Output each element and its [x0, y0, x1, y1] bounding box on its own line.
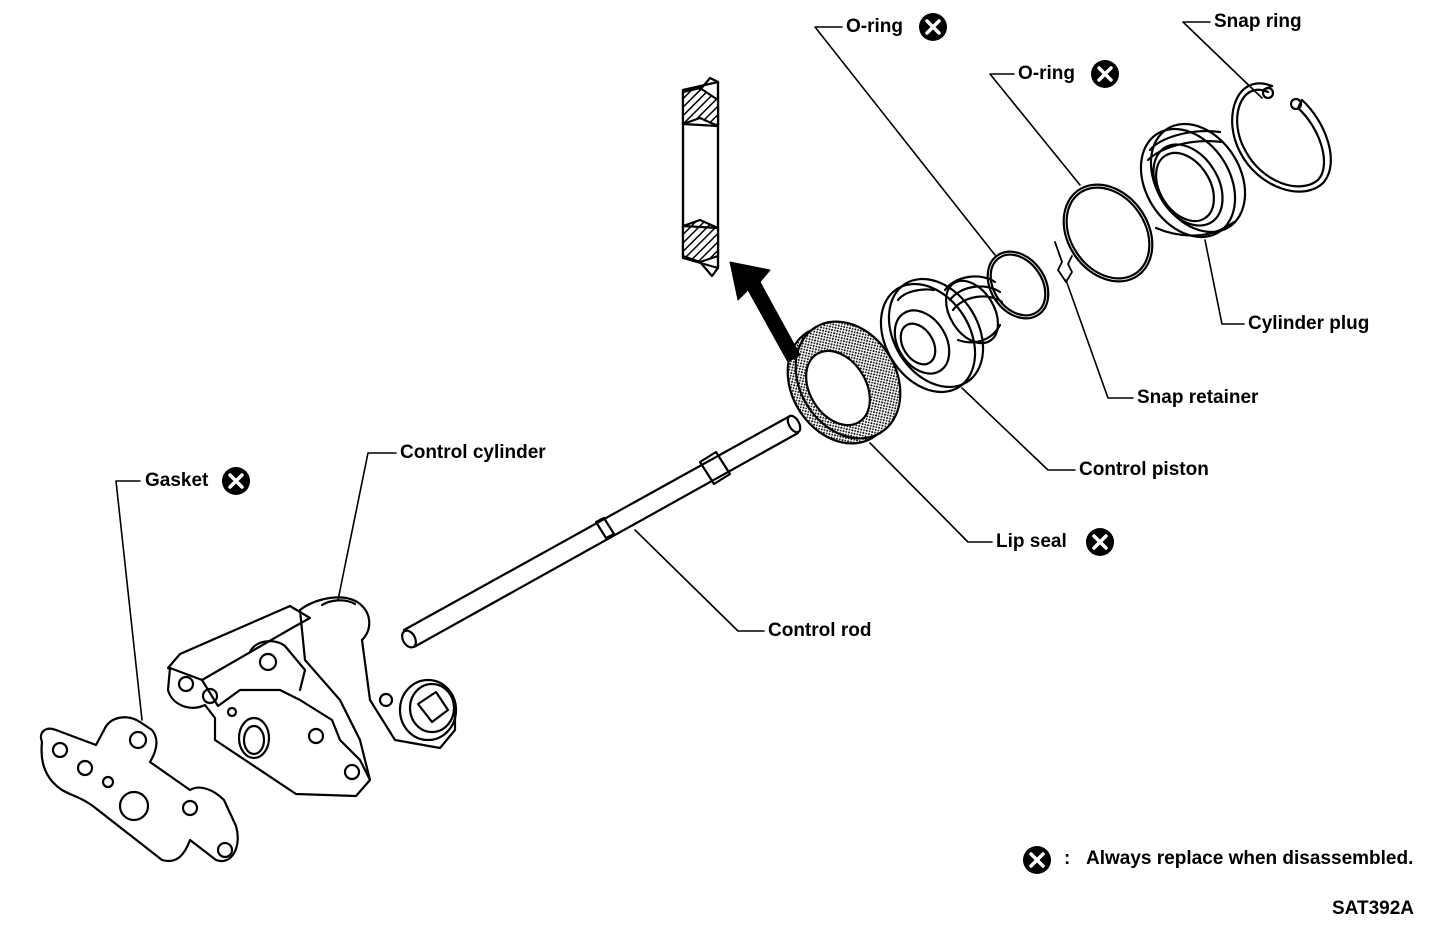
lip-seal — [786, 320, 902, 445]
legend-separator: : — [1064, 848, 1071, 869]
snap-retainer — [1054, 241, 1073, 283]
gasket — [39, 716, 239, 863]
control-cylinder — [166, 596, 458, 798]
leader-lines — [115, 21, 1263, 721]
control-rod — [401, 414, 802, 649]
o-ring-large — [1062, 183, 1154, 283]
legend-text: Always replace when disassembled. — [1086, 848, 1414, 869]
label-control-cylinder: Control cylinder — [400, 442, 546, 463]
circled-x-icon — [1086, 528, 1114, 556]
label-control-rod: Control rod — [768, 620, 872, 641]
label-lip-seal: Lip seal — [996, 531, 1067, 552]
snap-ring — [1231, 82, 1332, 193]
circled-x-icon — [1091, 60, 1119, 88]
legend-circled-x-icon — [1023, 846, 1051, 874]
label-control-piston: Control piston — [1079, 459, 1209, 480]
label-cylinder-plug: Cylinder plug — [1248, 313, 1370, 334]
control-piston — [879, 275, 1004, 394]
circled-x-icon — [919, 13, 947, 41]
label-gasket: Gasket — [145, 470, 209, 491]
label-snap-retainer: Snap retainer — [1137, 387, 1259, 408]
label-o-ring-mid: O-ring — [1018, 63, 1075, 84]
figure-code: SAT392A — [1332, 898, 1415, 919]
label-o-ring-top: O-ring — [846, 16, 903, 37]
seal-section-detail — [681, 76, 720, 278]
label-snap-ring: Snap ring — [1214, 11, 1302, 32]
circled-x-icon — [222, 467, 250, 495]
o-ring-small — [986, 250, 1050, 320]
cylinder-plug — [1139, 122, 1247, 239]
direction-arrow — [729, 261, 801, 363]
